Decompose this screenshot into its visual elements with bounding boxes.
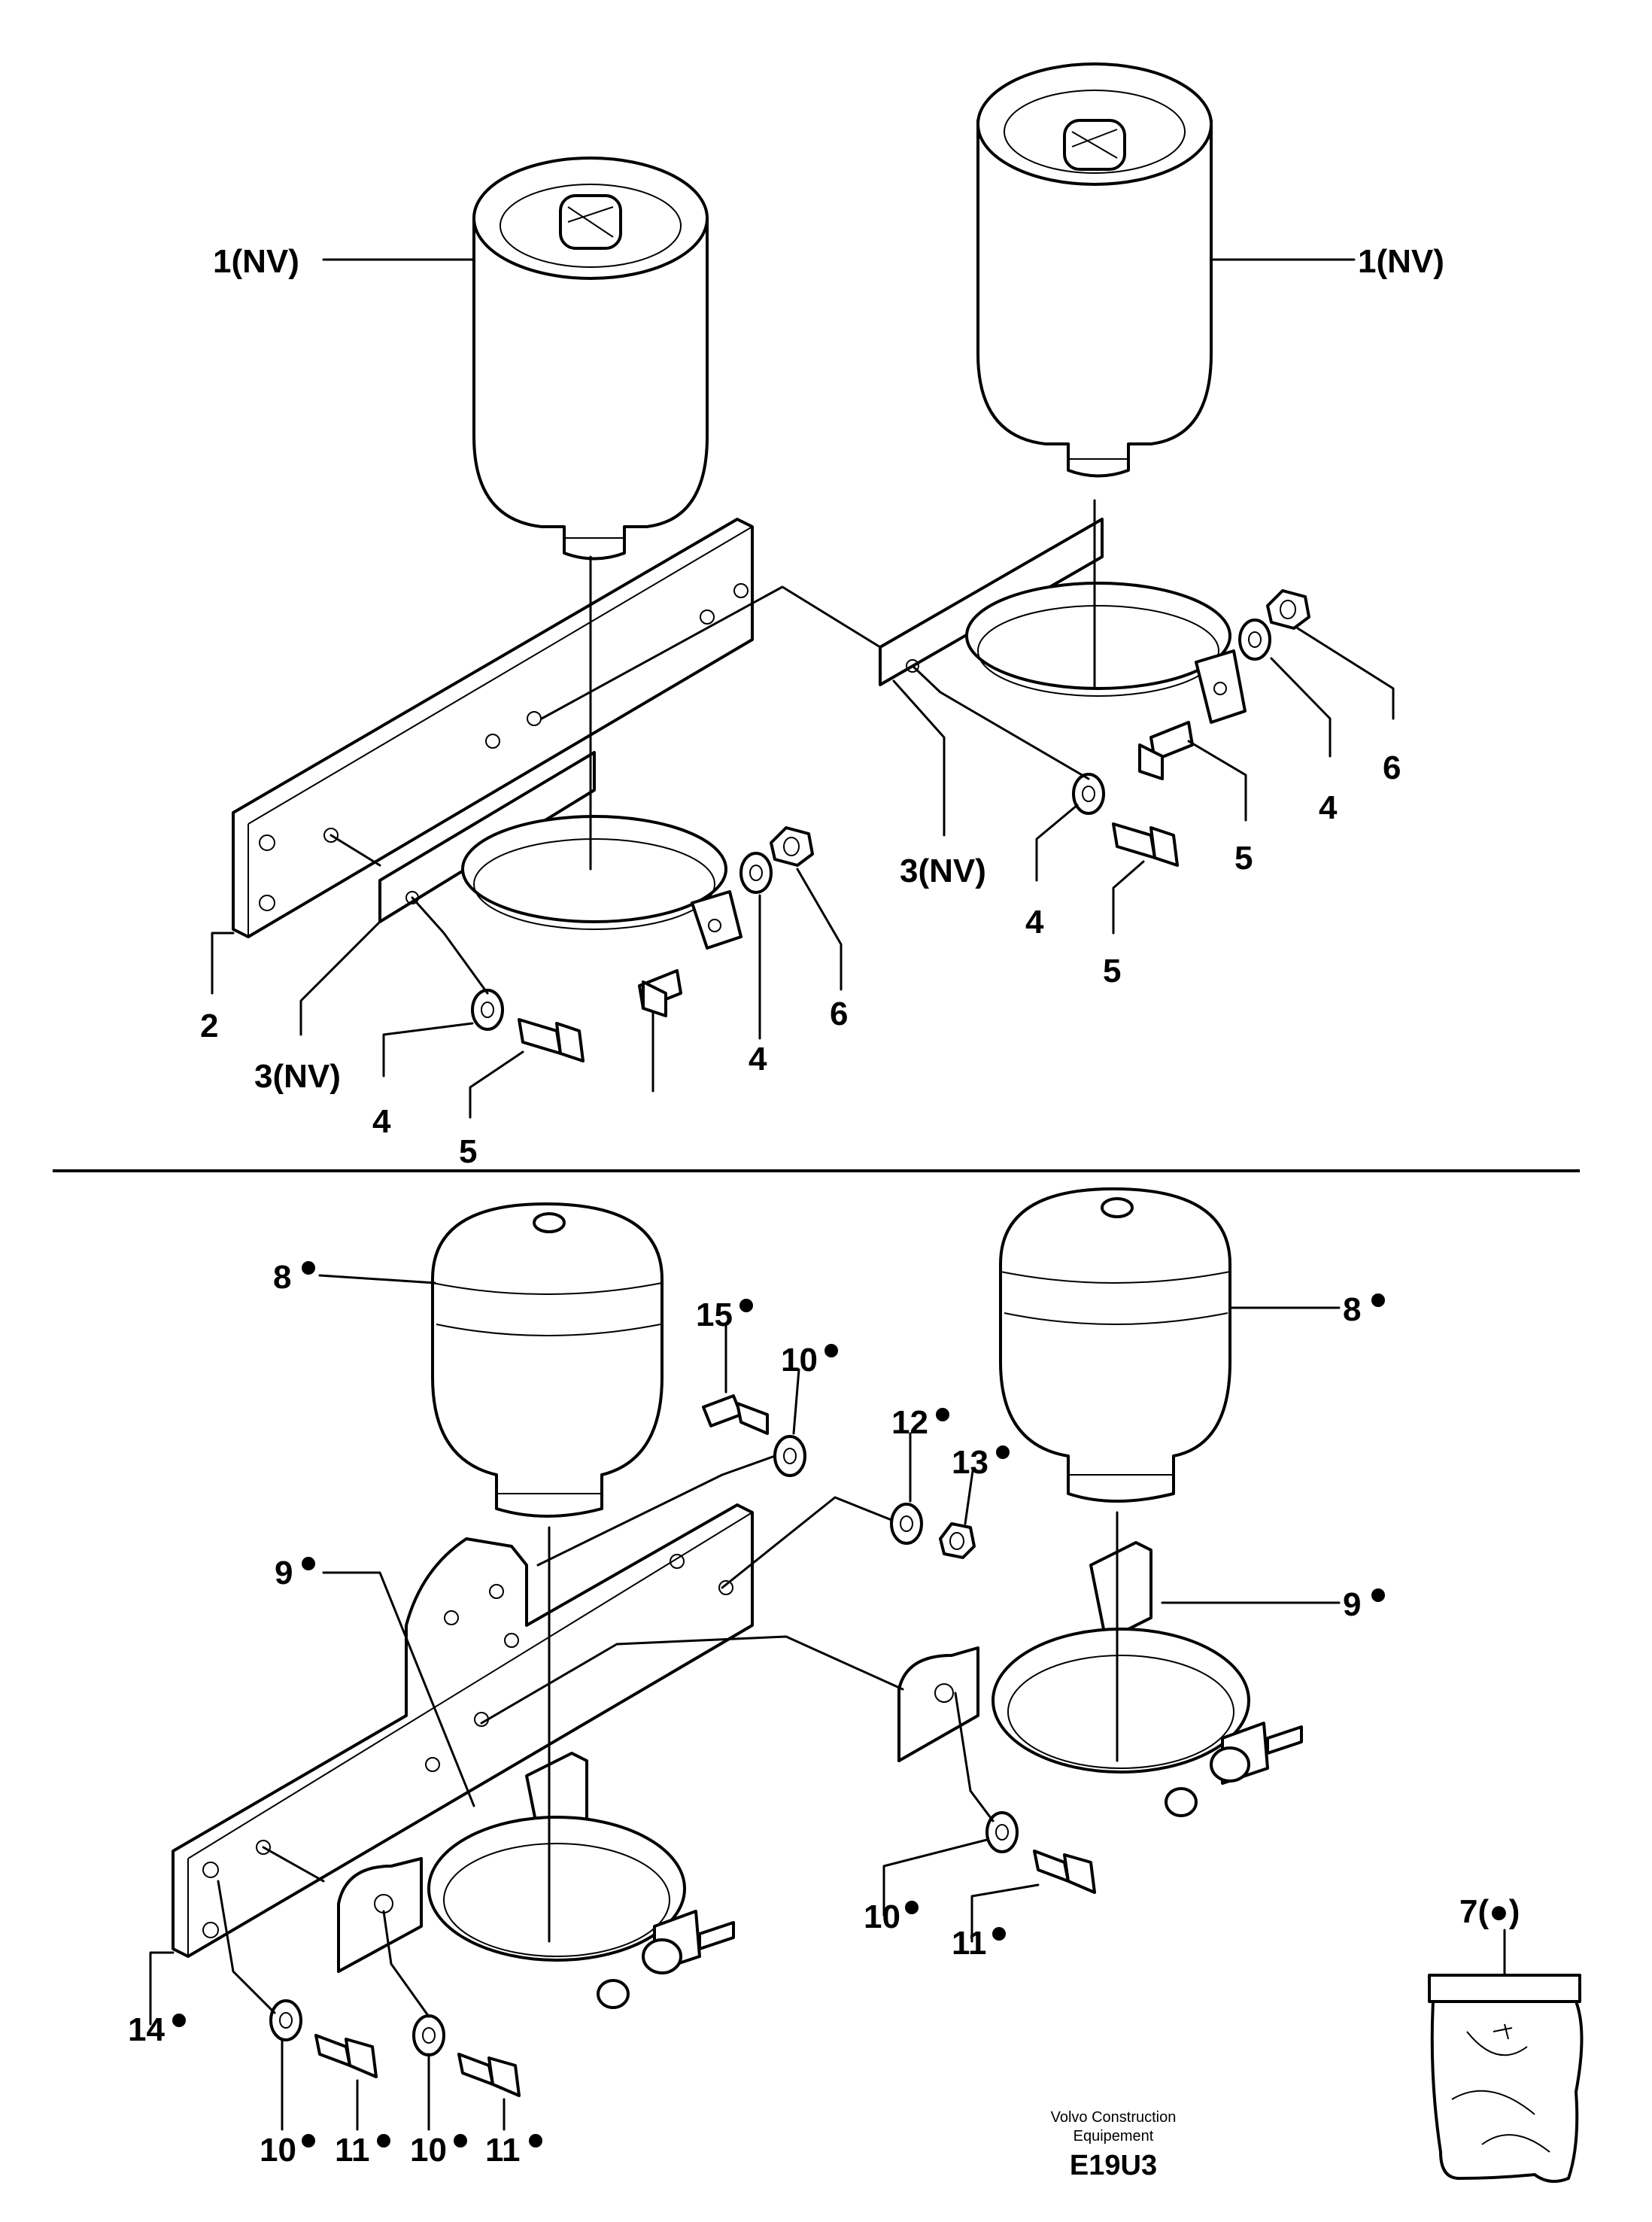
bracket-14 (172, 1503, 754, 1958)
label-part-10-a: 10 (781, 1342, 818, 1378)
company-name-line1: Volvo Construction (1051, 2109, 1177, 2126)
label-part-11-a: 11 (952, 1925, 987, 1962)
label-part-3-left: 3(NV) (254, 1058, 341, 1095)
label-part-5-c: 5 (1234, 840, 1253, 877)
bullet-marker (936, 1408, 949, 1421)
label-part-8-left: 8 (273, 1259, 291, 1296)
label-part-14: 14 (128, 2011, 165, 2048)
label-part-7: 7(●) (1459, 1893, 1520, 1930)
label-part-4-b: 4 (749, 1041, 767, 1078)
label-part-1-right: 1(NV) (1358, 243, 1444, 280)
label-part-13: 13 (952, 1444, 988, 1481)
bullet-marker (377, 2134, 390, 2148)
label-part-11-c: 11 (485, 2132, 521, 2169)
bullet-marker (172, 2014, 186, 2027)
accumulator-right-upper (976, 62, 1213, 478)
label-part-2: 2 (200, 1008, 218, 1044)
upper-hardware (471, 589, 1310, 1062)
upper-leader-lines (211, 258, 1395, 1119)
clamp-right-3nv (879, 518, 1247, 724)
label-part-9-left: 9 (275, 1555, 293, 1591)
label-part-11-b: 11 (335, 2132, 370, 2169)
label-part-1-left: 1(NV) (213, 243, 299, 280)
lower-hardware (269, 1394, 1096, 2097)
bullet-marker (454, 2134, 467, 2148)
clamp-right-9 (897, 1541, 1303, 1817)
clamp-left-9 (337, 1752, 735, 2009)
accumulator-right-lower (999, 1187, 1231, 1503)
bullet-marker (1371, 1588, 1385, 1602)
label-part-9-right: 9 (1343, 1586, 1361, 1623)
bullet-marker (302, 1557, 315, 1570)
drawing-code: E19U3 (1070, 2150, 1157, 2181)
label-part-3-right: 3(NV) (900, 853, 986, 889)
label-part-10-d: 10 (410, 2132, 447, 2169)
lower-leader-lines (149, 1274, 1506, 2131)
bullet-marker (824, 1344, 838, 1357)
bullet-marker (302, 2134, 315, 2148)
label-part-4-c: 4 (1025, 904, 1044, 941)
label-part-6-b: 6 (1383, 749, 1401, 786)
bullet-marker (739, 1299, 753, 1312)
label-part-15: 15 (696, 1296, 733, 1333)
bullet-marker (996, 1445, 1010, 1459)
accumulator-left-upper (472, 157, 709, 561)
bullet-marker (992, 1927, 1006, 1941)
label-part-4-a: 4 (372, 1103, 391, 1140)
bullet-marker (1371, 1293, 1385, 1307)
bullet-marker (529, 2134, 542, 2148)
label-part-10-b: 10 (864, 1898, 900, 1935)
upper-assembly-lines (329, 499, 1096, 995)
label-part-8-right: 8 (1343, 1291, 1361, 1328)
label-part-12: 12 (891, 1404, 928, 1441)
lower-assembly-lines (217, 1454, 1119, 2018)
company-name-line2: Equipement (1073, 2128, 1154, 2144)
label-part-5-b: 5 (1103, 953, 1121, 989)
bullet-marker (302, 1261, 315, 1275)
parts-bag-7 (1428, 1974, 1584, 2183)
label-part-4-d: 4 (1319, 789, 1338, 826)
label-part-6-a: 6 (830, 995, 848, 1032)
label-part-5-a: 5 (459, 1133, 477, 1170)
bullet-marker (905, 1901, 919, 1914)
clamp-left-3nv (378, 751, 742, 950)
accumulator-left-lower (431, 1202, 664, 1518)
bracket-bar-2 (232, 518, 754, 938)
label-part-10-c: 10 (260, 2132, 296, 2169)
